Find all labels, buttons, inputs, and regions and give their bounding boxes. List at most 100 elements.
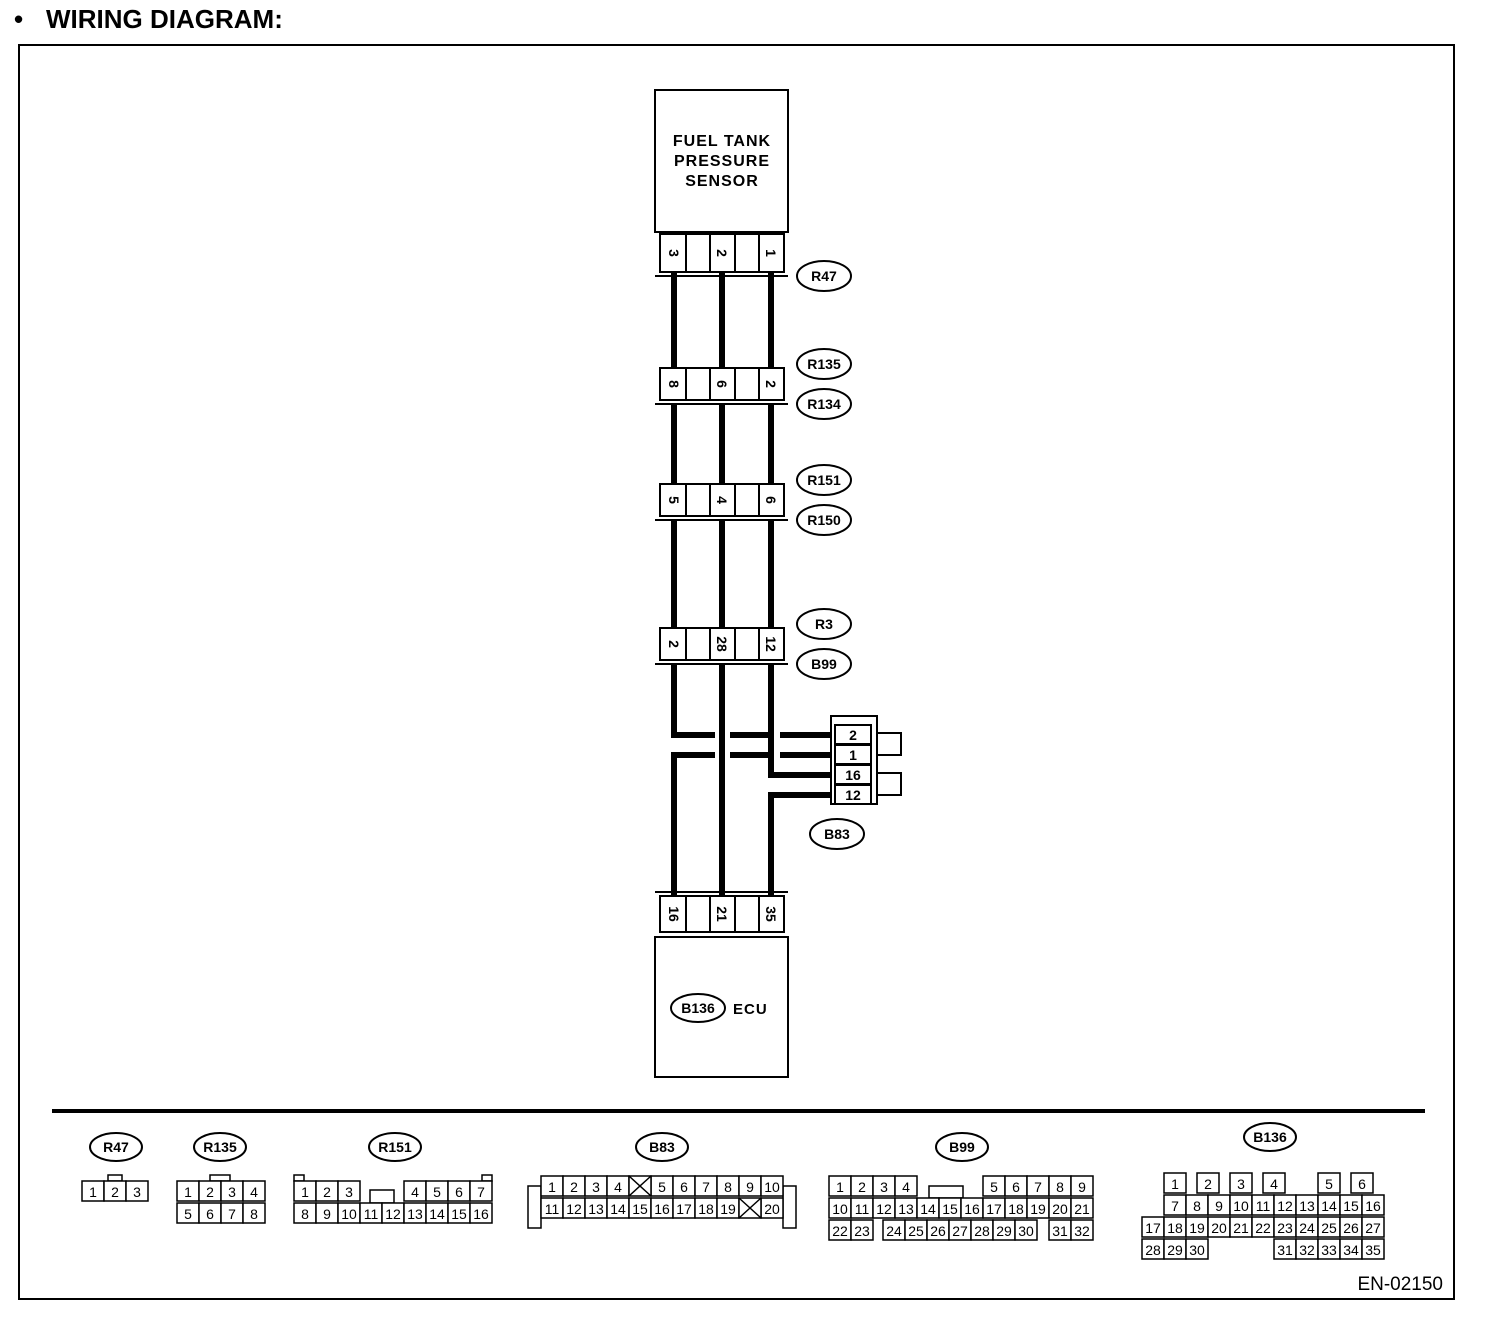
face-b83-pin: 7: [702, 1179, 710, 1195]
ecu-connector-label: B136: [681, 1000, 715, 1016]
face-b83-blank-mark: [628, 1175, 652, 1197]
face-r151-pin: 5: [433, 1184, 441, 1200]
face-b99-cell: [1014, 1219, 1038, 1241]
face-b83-pin: 15: [632, 1201, 648, 1217]
face-r151-pin: 4: [411, 1184, 419, 1200]
sensor-label-line-1: PRESSURE: [674, 153, 770, 170]
face-r151-pin: 6: [455, 1184, 463, 1200]
face-b83-pin: 13: [588, 1201, 604, 1217]
face-b136-pin: 9: [1215, 1198, 1223, 1214]
face-b99-pin: 30: [1018, 1223, 1034, 1239]
face-r47-label: R47: [103, 1139, 129, 1155]
inline-connector-3-pin-0: 2: [666, 640, 682, 648]
face-b99-pin: 16: [964, 1201, 980, 1217]
sensor-label-line-2: SENSOR: [685, 173, 759, 190]
face-r135-oval: [193, 1132, 247, 1162]
face-b99-pin: 20: [1052, 1201, 1068, 1217]
sensor-label-line-0: FUEL TANK: [673, 133, 771, 150]
b83-joint-pin-3: 12: [845, 787, 861, 803]
b83-joint-cell-3: [834, 784, 872, 805]
face-b136-pin: 6: [1358, 1176, 1366, 1192]
inline-connector-1-pin-0: 8: [666, 380, 682, 388]
face-b136-pin: 3: [1237, 1176, 1245, 1192]
face-b136-pin: 15: [1343, 1198, 1359, 1214]
face-b83-pin: 5: [658, 1179, 666, 1195]
face-b99-pin: 9: [1078, 1179, 1086, 1195]
inline-connector-0-body: [659, 233, 785, 273]
connector-label-r151-oval: [796, 464, 852, 496]
face-b136-pin: 30: [1189, 1242, 1205, 1258]
inline-connector-0-pin-0: 3: [666, 249, 682, 257]
face-b99-pin: 14: [920, 1201, 936, 1217]
face-b99-pin: 32: [1074, 1223, 1090, 1239]
face-r47-shape-0: [107, 1174, 123, 1182]
sensor-box: [654, 89, 789, 233]
header-bullet: •: [14, 4, 23, 34]
face-b83-pin: 12: [566, 1201, 582, 1217]
face-r151-oval: [368, 1132, 422, 1162]
face-b136-pin: 27: [1365, 1220, 1381, 1236]
face-b83-pin: 4: [614, 1179, 622, 1195]
face-b83-pin: 9: [746, 1179, 754, 1195]
face-b99-pin: 8: [1056, 1179, 1064, 1195]
face-b136-pin: 11: [1256, 1198, 1271, 1214]
face-b99-pin: 23: [854, 1223, 870, 1239]
face-r151-pin: 7: [477, 1184, 485, 1200]
b83-joint-pin-2: 16: [845, 767, 861, 783]
face-b136-pin: 10: [1233, 1198, 1249, 1214]
inline-connector-3-pin-2: 12: [763, 636, 779, 652]
connector-label-r3-oval: [796, 608, 852, 640]
face-b99-cell: [894, 1175, 918, 1197]
face-b136-pin: 29: [1167, 1242, 1183, 1258]
face-r135-cell: [242, 1202, 266, 1224]
face-b136-pin: 21: [1233, 1220, 1249, 1236]
face-b83-pin: 20: [764, 1201, 780, 1217]
connector-label-r151: R151: [807, 472, 841, 488]
inline-connector-3-pin-1: 28: [714, 636, 730, 652]
face-b99-pin: 15: [942, 1201, 958, 1217]
face-b99-pin: 28: [974, 1223, 990, 1239]
ecu-connector-badge: [670, 993, 726, 1023]
face-r47-oval: [89, 1132, 143, 1162]
face-b99-pin: 27: [952, 1223, 968, 1239]
face-b136-pin: 31: [1277, 1242, 1293, 1258]
face-b99-cell: [1070, 1219, 1094, 1241]
connector-label-r150: R150: [807, 512, 841, 528]
face-r151-shape-1: [481, 1174, 493, 1182]
face-b136-pin: 35: [1365, 1242, 1381, 1258]
inline-connector-0-pin-2: 1: [763, 249, 779, 257]
face-b136-pin: 33: [1321, 1242, 1337, 1258]
face-b136-oval: [1243, 1122, 1297, 1152]
header-title: WIRING DIAGRAM:: [46, 4, 283, 34]
face-b136-cell: [1361, 1216, 1385, 1238]
face-r135-pin: 4: [250, 1184, 258, 1200]
ecu-pin-strip-pin-1: 21: [714, 906, 730, 922]
face-b83-pin: 3: [592, 1179, 600, 1195]
face-r151-pin: 16: [473, 1206, 489, 1222]
connector-label-r47: R47: [811, 268, 837, 284]
face-b83-pin: 17: [676, 1201, 692, 1217]
face-r135-pin: 1: [184, 1184, 192, 1200]
face-b99-pin: 22: [832, 1223, 848, 1239]
face-r47-pin: 1: [89, 1184, 97, 1200]
face-b83-pin: 18: [698, 1201, 714, 1217]
face-b136-pin: 26: [1343, 1220, 1359, 1236]
face-b136-pin: 8: [1193, 1198, 1201, 1214]
face-b99-pin: 1: [836, 1179, 844, 1195]
face-b136-pin: 34: [1343, 1242, 1359, 1258]
face-b83-shape-0: [527, 1185, 542, 1229]
face-b136-cell: [1361, 1194, 1385, 1216]
face-b83-pin: 11: [545, 1201, 560, 1217]
face-r151-shape-2: [369, 1189, 395, 1204]
wires: [671, 272, 834, 900]
face-r135-shape-0: [209, 1174, 231, 1182]
face-b83-blank-mark: [738, 1197, 762, 1219]
face-b99-label: B99: [949, 1139, 975, 1155]
